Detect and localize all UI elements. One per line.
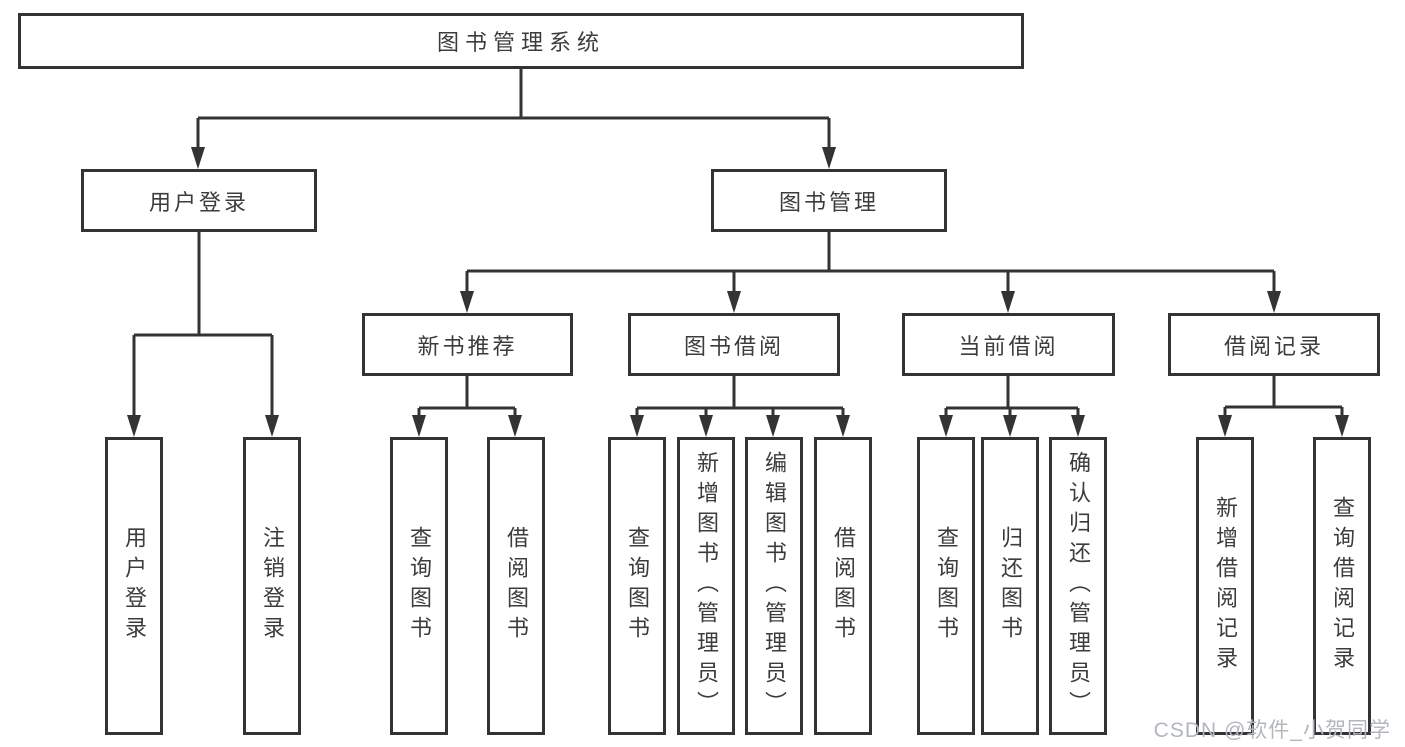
leaf-query-books-current: 查询图书: [917, 437, 975, 735]
leaf-add-books-admin: 新增图书（管理员）: [677, 437, 735, 735]
leaf-label: 查询图书: [625, 526, 650, 646]
arrowheads: [127, 147, 1349, 437]
leaf-borrow-books-newbook: 借阅图书: [487, 437, 545, 735]
leaf-logout: 注销登录: [243, 437, 301, 735]
node-label: 图书管理系统: [436, 30, 605, 55]
node-current-borrow: 当前借阅: [902, 313, 1115, 376]
connector-bookborrow-to-leaves: [635, 376, 845, 417]
leaf-confirm-return-admin: 确认归还（管理员）: [1049, 437, 1107, 735]
leaf-label: 新增图书（管理员）: [694, 451, 719, 721]
leaf-label: 借阅图书: [504, 526, 529, 646]
leaf-add-borrow-record: 新增借阅记录: [1196, 437, 1254, 735]
leaf-edit-books-admin: 编辑图书（管理员）: [745, 437, 803, 735]
leaf-label: 用户登录: [122, 526, 147, 646]
node-new-book-recommend: 新书推荐: [362, 313, 573, 376]
leaf-label: 查询借阅记录: [1330, 496, 1355, 676]
csdn-watermark: CSDN @软件_小贺同学: [1153, 719, 1391, 742]
leaf-label: 确认归还（管理员）: [1066, 451, 1091, 721]
connector-root-to-level2: [196, 69, 831, 150]
node-book-management: 图书管理: [711, 169, 947, 232]
node-label: 图书管理: [778, 189, 879, 215]
node-root-library-system: 图书管理系统: [18, 13, 1024, 69]
connector-bookmgmt-to-level3: [465, 232, 1276, 293]
node-label: 用户登录: [148, 189, 249, 215]
node-label: 新书推荐: [417, 333, 518, 359]
node-user-login: 用户登录: [81, 169, 317, 232]
node-book-borrow: 图书借阅: [628, 313, 840, 376]
leaf-query-borrow-record: 查询借阅记录: [1313, 437, 1371, 735]
connector-userlogin-to-leaves: [132, 232, 274, 417]
leaf-query-books-newbook: 查询图书: [390, 437, 448, 735]
leaf-query-books-borrow: 查询图书: [608, 437, 666, 735]
leaf-return-books: 归还图书: [981, 437, 1039, 735]
leaf-label: 查询图书: [407, 526, 432, 646]
leaf-label: 借阅图书: [831, 526, 856, 646]
leaf-label: 注销登录: [260, 526, 285, 646]
leaf-user-login: 用户登录: [105, 437, 163, 735]
leaf-label: 新增借阅记录: [1213, 496, 1238, 676]
leaf-label: 查询图书: [934, 526, 959, 646]
leaf-borrow-books: 借阅图书: [814, 437, 872, 735]
leaf-label: 归还图书: [998, 526, 1023, 646]
node-label: 图书借阅: [683, 333, 784, 359]
node-borrow-record: 借阅记录: [1168, 313, 1380, 376]
connector-newbook-to-leaves: [417, 376, 517, 417]
connector-borrowrecord-to-leaves: [1223, 376, 1344, 417]
node-label: 当前借阅: [958, 333, 1059, 359]
connector-currentborrow-to-leaves: [944, 376, 1080, 417]
leaf-label: 编辑图书（管理员）: [762, 451, 787, 721]
node-label: 借阅记录: [1223, 333, 1324, 359]
